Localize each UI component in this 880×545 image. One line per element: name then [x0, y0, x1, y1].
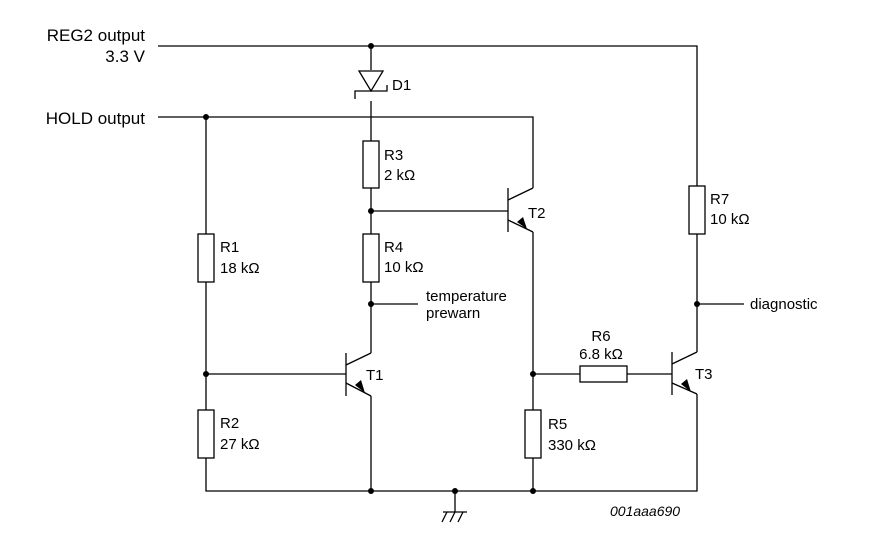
r5-value: 330 kΩ: [548, 437, 596, 454]
temperature-prewarn-label-line1: temperature: [426, 288, 507, 305]
r2-value: 27 kΩ: [220, 436, 260, 453]
junction-dot: [203, 114, 209, 120]
transistor-emitter: [345, 382, 372, 397]
junction-dots: [203, 43, 700, 494]
resistor-r3: [362, 140, 380, 189]
transistor-t3: [671, 351, 698, 395]
wires: [158, 45, 744, 512]
hold-output-label: HOLD output: [46, 109, 145, 128]
emitter-arrow-icon: [517, 217, 527, 229]
t3-label: T3: [695, 366, 713, 383]
resistor-r5: [524, 409, 542, 459]
emitter-arrow-icon: [355, 380, 365, 393]
resistor-r2: [197, 409, 215, 459]
resistor-r4: [362, 233, 380, 283]
r6-name: R6: [591, 328, 610, 345]
junction-dot: [530, 371, 536, 377]
r5-name: R5: [548, 416, 567, 433]
junction-dot: [452, 488, 458, 494]
reg2-output-label: REG2 output: [47, 26, 146, 45]
r7-value: 10 kΩ: [710, 211, 750, 228]
r7-name: R7: [710, 191, 729, 208]
ground-icon: [441, 511, 467, 523]
junction-dot: [203, 371, 209, 377]
d1-label: D1: [392, 77, 411, 94]
emitter-arrow-icon: [681, 379, 691, 392]
junction-dot: [530, 488, 536, 494]
junction-dot: [368, 488, 374, 494]
r2-name: R2: [220, 415, 239, 432]
t2-label: T2: [528, 205, 546, 222]
diagnostic-label: diagnostic: [750, 296, 818, 313]
r4-name: R4: [384, 239, 403, 256]
diode-cathode-bar: [354, 85, 388, 99]
diode-d1: [354, 70, 388, 99]
r3-name: R3: [384, 147, 403, 164]
reg2-voltage-label: 3.3 V: [105, 47, 145, 66]
transistor-t1: [345, 352, 372, 397]
transistor-emitter: [671, 382, 698, 395]
transistor-collector: [345, 352, 372, 366]
junction-dot: [368, 43, 374, 49]
transistor-emitter: [507, 219, 534, 233]
junction-dot: [694, 301, 700, 307]
r1-name: R1: [220, 239, 239, 256]
junction-dot: [368, 301, 374, 307]
r3-value: 2 kΩ: [384, 167, 415, 184]
temperature-prewarn-label-line2: prewarn: [426, 305, 480, 322]
figure-code: 001aaa690: [610, 503, 680, 519]
t1-label: T1: [366, 367, 384, 384]
transistor-collector: [671, 351, 698, 365]
r4-value: 10 kΩ: [384, 259, 424, 276]
resistor-r7: [688, 185, 706, 235]
transistor-t2: [507, 187, 534, 233]
junction-dot: [368, 208, 374, 214]
diode-triangle: [357, 70, 385, 93]
r1-value: 18 kΩ: [220, 260, 260, 277]
transistor-collector: [507, 187, 534, 201]
r6-value: 6.8 kΩ: [579, 346, 623, 363]
resistor-r6: [579, 365, 628, 383]
resistor-r1: [197, 233, 215, 283]
